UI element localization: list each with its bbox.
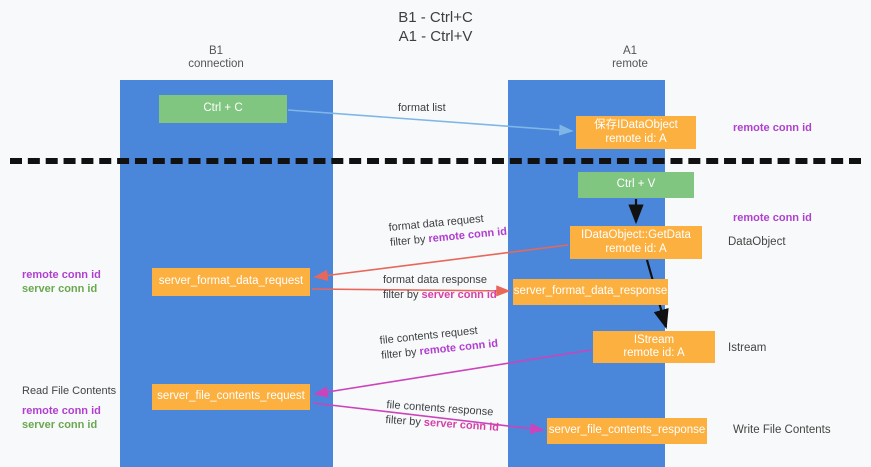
filter-key-server-conn-id: server conn id	[421, 289, 497, 301]
annotation-server-conn-id-text: server conn id	[22, 419, 98, 431]
annotation-server-conn-id-text: server conn id	[22, 283, 98, 295]
filter-by-prefix: filter by	[389, 233, 430, 249]
annotation-remote-conn-id-text: remote conn id	[733, 212, 812, 224]
annotation-right-remote-conn-id-mid: remote conn id	[733, 211, 812, 225]
edge-label-file-contents-response: file contents response filter by server …	[385, 398, 501, 436]
column-header-b1-line2: connection	[188, 58, 244, 70]
annotation-write-file-contents: Write File Contents	[733, 424, 831, 436]
filter-key-server-conn-id: server conn id	[423, 416, 500, 434]
node-ctrl-v[interactable]: Ctrl + V	[578, 172, 694, 198]
edge-label-format-data-response: format data response filter by server co…	[383, 273, 497, 303]
annotation-left-read-file-contents: Read File Contents remote conn id server…	[22, 384, 116, 432]
node-server-format-data-request-label: server_format_data_request	[158, 275, 304, 288]
annotation-right-remote-conn-id-top: remote conn id	[733, 121, 812, 135]
edge-label-format-data-response-line2: filter by server conn id	[383, 288, 497, 303]
node-ctrl-c-label: Ctrl + C	[203, 102, 243, 115]
annotation-remote-conn-id-text: remote conn id	[22, 405, 101, 417]
phase-divider	[10, 158, 861, 164]
column-header-a1-line1: A1	[622, 45, 638, 57]
node-istream[interactable]: IStream remote id: A	[593, 331, 715, 363]
node-idataobject-getdata[interactable]: IDataObject::GetData remote id: A	[570, 226, 702, 259]
node-server-file-contents-response[interactable]: server_file_contents_response	[547, 418, 707, 444]
node-ctrl-c[interactable]: Ctrl + C	[159, 95, 287, 123]
column-header-b1-line1: B1	[208, 45, 224, 57]
node-save-idataobject-sublabel: remote id: A	[605, 132, 667, 145]
column-header-b1: B1 connection	[156, 45, 276, 71]
page-title: B1 - Ctrl+C A1 - Ctrl+V	[0, 8, 871, 46]
edge-label-format-data-response-line1: format data response	[383, 274, 487, 286]
annotation-istream: Istream	[728, 342, 767, 354]
edge-label-format-list-line1: format list	[398, 102, 446, 114]
node-idataobject-getdata-label: IDataObject::GetData	[581, 229, 691, 241]
node-server-file-contents-response-label: server_file_contents_response	[548, 424, 706, 437]
node-save-idataobject[interactable]: 保存IDataObject remote id: A	[576, 116, 696, 149]
node-idataobject-getdata-sublabel: remote id: A	[605, 242, 667, 255]
annotation-left-conn-ids: remote conn id server conn id	[22, 268, 101, 296]
annotation-remote-conn-id-text: remote conn id	[22, 269, 101, 281]
annotation-remote-conn-id-text: remote conn id	[733, 122, 812, 134]
node-istream-sublabel: remote id: A	[623, 347, 685, 359]
column-header-a1-line2: remote	[612, 58, 648, 70]
title-line-1: B1 - Ctrl+C	[398, 9, 473, 26]
node-ctrl-v-label: Ctrl + V	[616, 178, 656, 191]
node-istream-label: IStream	[633, 333, 675, 346]
edge-label-format-data-request: format data request filter by remote con…	[388, 210, 508, 251]
filter-by-prefix: filter by	[385, 413, 425, 429]
node-server-file-contents-request[interactable]: server_file_contents_request	[152, 384, 310, 410]
column-header-a1: A1 remote	[570, 45, 690, 71]
edge-label-file-contents-request: file contents request filter by remote c…	[379, 322, 499, 364]
filter-by-prefix: filter by	[383, 289, 422, 301]
filter-by-prefix: filter by	[380, 345, 421, 362]
node-server-file-contents-request-label: server_file_contents_request	[157, 390, 305, 403]
node-server-format-data-response-label: server_format_data_response	[513, 285, 668, 298]
annotation-read-file-contents-text: Read File Contents	[22, 385, 117, 397]
node-server-format-data-response[interactable]: server_format_data_response	[513, 279, 668, 305]
node-server-format-data-request[interactable]: server_format_data_request	[152, 268, 310, 296]
annotation-dataobject: DataObject	[728, 236, 786, 248]
node-save-idataobject-label: 保存IDataObject	[594, 119, 678, 131]
title-line-2: A1 - Ctrl+V	[398, 28, 473, 45]
edge-label-format-list: format list	[398, 101, 446, 116]
